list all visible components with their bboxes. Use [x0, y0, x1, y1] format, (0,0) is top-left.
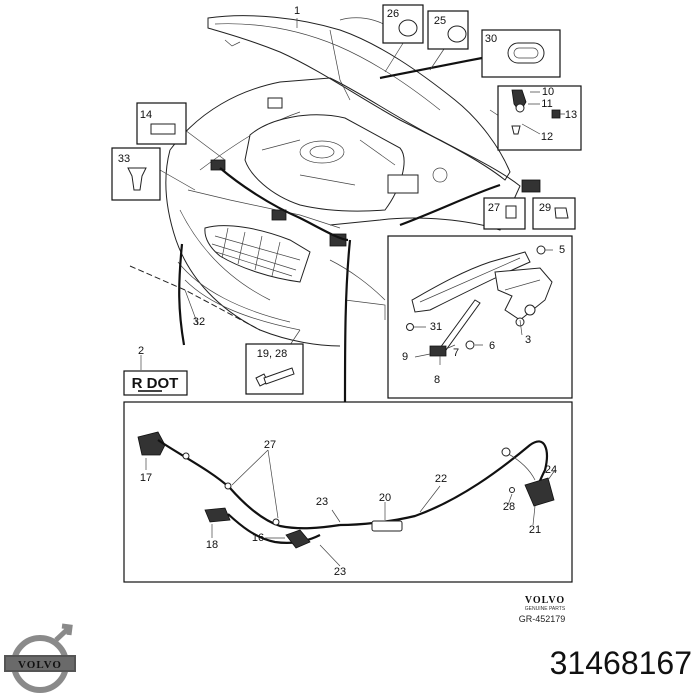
decal-label-part: R DOT — [123, 370, 188, 396]
callout-21: 21 — [529, 524, 541, 536]
callout-16: 16 — [252, 532, 264, 544]
volvo-logo: VOLVO — [4, 623, 76, 693]
inset-box-29 — [532, 197, 576, 230]
callout-25: 25 — [434, 15, 446, 27]
inset-box-30 — [481, 29, 561, 78]
callout-2: 2 — [138, 345, 144, 357]
callout-30: 30 — [485, 33, 497, 45]
callout-8: 8 — [434, 374, 440, 386]
inset-box-33 — [111, 147, 161, 201]
hood-panel — [207, 15, 511, 181]
callout-24: 24 — [545, 464, 557, 476]
callout-14: 14 — [140, 109, 152, 121]
callout-17: 17 — [140, 472, 152, 484]
logo-wordmark: VOLVO — [18, 659, 62, 671]
callout-26: 26 — [387, 8, 399, 20]
cable-loop-left — [178, 243, 186, 346]
decal-text: R DOT — [132, 375, 179, 392]
callout-33: 33 — [118, 153, 130, 165]
callout-27-cable: 27 — [264, 439, 276, 451]
callout-20: 20 — [379, 492, 391, 504]
brand-volvo-small: VOLVO — [525, 595, 565, 606]
callout-18: 18 — [206, 539, 218, 551]
callout-12: 12 — [541, 131, 553, 143]
callout-29: 29 — [539, 202, 551, 214]
callout-5: 5 — [559, 244, 565, 256]
callout-3: 3 — [525, 334, 531, 346]
inset-box-26 — [382, 4, 424, 44]
cable-to-right — [399, 183, 501, 227]
hood-release-cable-in-bay — [219, 167, 349, 242]
callout-28: 28 — [503, 501, 515, 513]
callout-23-upper: 23 — [316, 496, 328, 508]
genuine-parts-block: VOLVO GENUINE PARTS GR-452179 — [519, 595, 566, 624]
cable-detail-box — [123, 401, 573, 583]
callout-1: 1 — [294, 5, 300, 17]
callout-10: 10 — [542, 86, 554, 98]
part-number: 31468167 — [550, 645, 692, 681]
cable-to-front — [343, 239, 352, 403]
callout-13: 13 — [565, 109, 577, 121]
callout-27-box: 27 — [488, 202, 500, 214]
hinge-detail-box — [387, 235, 573, 399]
callout-6: 6 — [489, 340, 495, 352]
callout-labels: 1 2 3 5 6 7 8 9 10 11 12 13 14 16 17 18 … — [118, 5, 577, 578]
callout-31: 31 — [430, 321, 442, 333]
callout-23-lower: 23 — [334, 566, 346, 578]
callout-11: 11 — [541, 98, 552, 110]
inset-box-25 — [427, 10, 469, 50]
cable-to-30 — [379, 56, 483, 80]
inset-box-10-13 — [497, 85, 582, 151]
drawing-number: GR-452179 — [519, 614, 566, 624]
callout-9: 9 — [402, 351, 408, 363]
seal-strip — [129, 265, 261, 331]
callout-19-28: 19, 28 — [257, 348, 288, 360]
inset-box-14 — [136, 102, 187, 145]
inset-box-27 — [483, 197, 526, 230]
inset-box-bolt — [245, 343, 304, 395]
car-front-body — [165, 77, 541, 347]
callout-22: 22 — [435, 473, 447, 485]
callout-7: 7 — [453, 347, 459, 359]
callout-32: 32 — [193, 316, 205, 328]
brand-genuine-parts: GENUINE PARTS — [525, 606, 566, 612]
